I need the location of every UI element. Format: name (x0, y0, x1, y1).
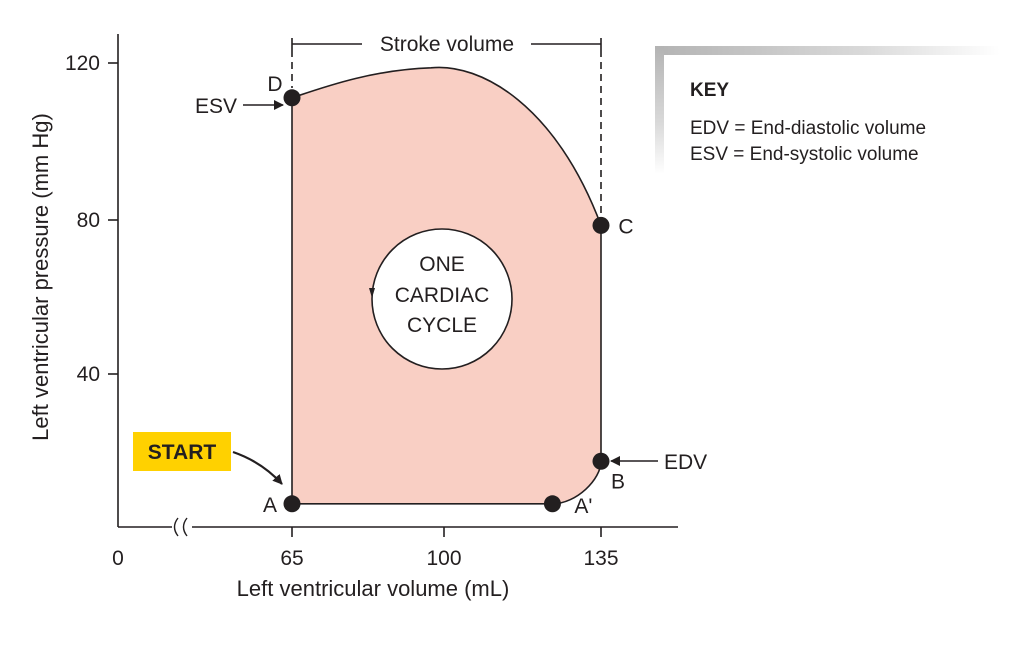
cardiac-cycle-circle (371, 228, 513, 370)
point-a (283, 495, 301, 513)
y-tick-label-40: 40 (77, 363, 100, 386)
key-line-esv: ESV = End-systolic volume (690, 144, 919, 165)
y-axis-title: Left ventricular pressure (mm Hg) (28, 113, 53, 441)
start-badge (133, 432, 231, 471)
x-tick-label-0: 0 (112, 547, 124, 570)
key-box: KEY EDV = End-diastolic volume ESV = End… (655, 46, 1000, 174)
esv-label: ESV (195, 95, 237, 118)
stroke-volume-label: Stroke volume (380, 33, 514, 56)
key-border-left (655, 46, 664, 174)
x-tick-label-100: 100 (426, 547, 461, 570)
stroke-volume-bracket (291, 38, 602, 218)
point-c (592, 216, 610, 234)
point-b (592, 452, 610, 470)
y-tick-label-120: 120 (65, 52, 100, 75)
start-arrow (232, 450, 283, 485)
data-points: A A' B C D (263, 73, 634, 518)
y-tick-label-80: 80 (77, 209, 100, 232)
key-border-top (655, 46, 1000, 55)
x-axis-break (172, 517, 192, 537)
cycle-label-line-2: CARDIAC (395, 284, 490, 307)
cycle-direction-arrow-icon (369, 288, 375, 298)
x-tick-label-135: 135 (583, 547, 618, 570)
point-label-a-prime: A' (574, 495, 592, 518)
point-a-prime (543, 495, 561, 513)
x-tick-label-65: 65 (280, 547, 303, 570)
point-label-b: B (611, 470, 625, 493)
cycle-label-line-3: CYCLE (407, 314, 477, 337)
x-axis-title: Left ventricular volume (mL) (237, 576, 510, 601)
start-label: START (148, 441, 217, 464)
point-label-a: A (263, 494, 277, 517)
point-label-c: C (618, 215, 633, 238)
point-label-d: D (267, 73, 282, 96)
key-line-edv: EDV = End-diastolic volume (690, 118, 927, 139)
key-title: KEY (690, 80, 730, 101)
cycle-label-line-1: ONE (419, 253, 465, 276)
edv-label: EDV (664, 451, 707, 474)
point-d (283, 89, 301, 107)
